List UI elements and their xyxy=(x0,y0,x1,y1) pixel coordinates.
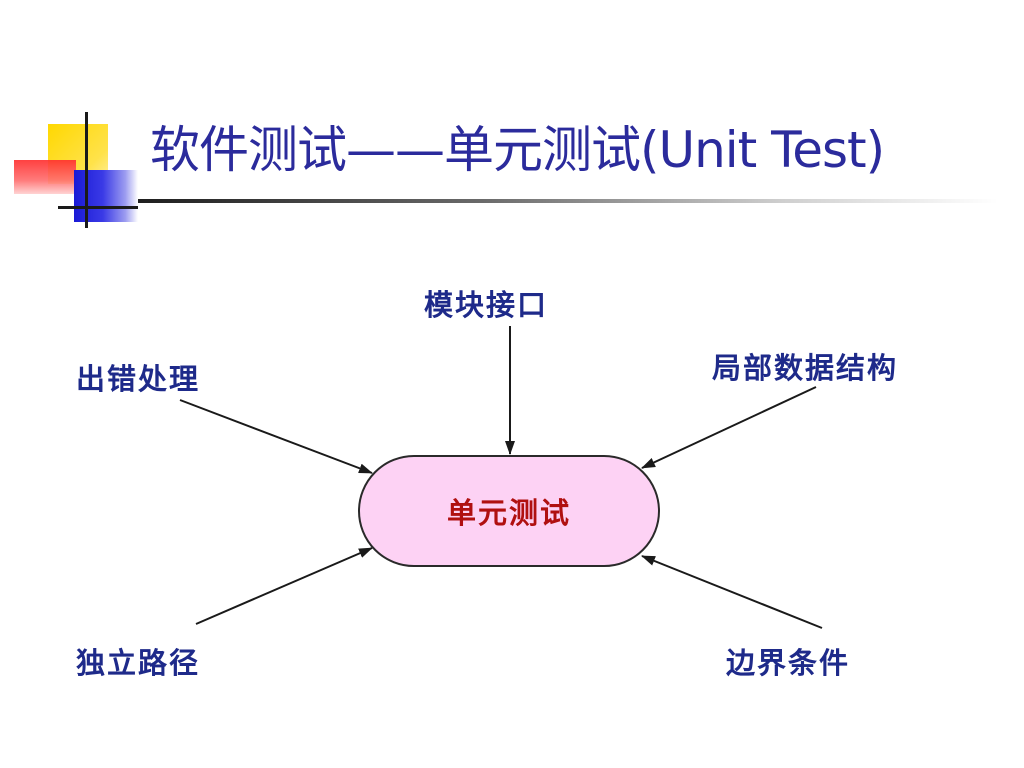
arrow-error-handling xyxy=(179,399,373,474)
logo-blue-square xyxy=(74,170,138,222)
logo-vertical-line xyxy=(85,112,88,228)
node-module-interface: 模块接口 xyxy=(424,288,549,322)
slide-title: 软件测试——单元测试(Unit Test) xyxy=(150,121,885,179)
arrow-local-data-structure xyxy=(641,386,817,469)
node-independent-path: 独立路径 xyxy=(76,646,201,680)
node-error-handling: 出错处理 xyxy=(76,362,201,396)
arrow-boundary-condition xyxy=(641,555,823,629)
center-node-label: 单元测试 xyxy=(446,496,571,530)
title-underline xyxy=(138,199,998,203)
logo-red-bar xyxy=(14,160,76,194)
arrow-independent-path xyxy=(195,547,373,625)
node-local-data-structure: 局部数据结构 xyxy=(712,351,899,385)
logo-horizontal-line xyxy=(58,206,138,209)
node-boundary-condition: 边界条件 xyxy=(726,646,851,680)
center-node-unit-test: 单元测试 xyxy=(358,455,660,567)
